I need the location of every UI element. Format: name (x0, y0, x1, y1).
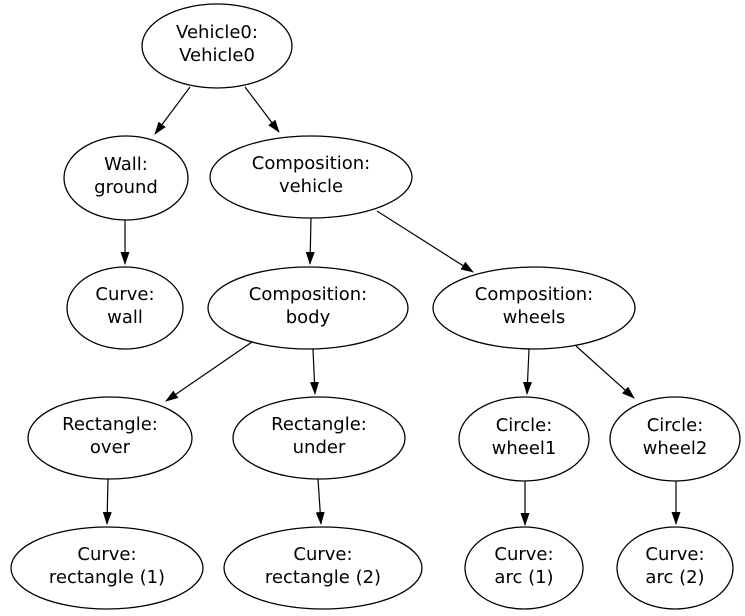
node-rectangle-over: Rectangle:over (27, 396, 193, 480)
node-ellipse-curve-rectangle-1 (10, 526, 204, 610)
node-ellipse-composition-vehicle (209, 135, 413, 219)
node-label-name: ground (94, 177, 158, 198)
edge-rectangle-under-to-curve-rectangle-2 (315, 478, 325, 525)
node-label-type: Circle: (647, 415, 704, 436)
node-label-name: body (286, 307, 331, 328)
node-circle-wheel2: Circle:wheel2 (609, 396, 741, 482)
edge-composition-vehicle-to-composition-body (305, 217, 315, 265)
node-ellipse-curve-arc-2 (616, 526, 734, 610)
node-label-type: Circle: (496, 415, 553, 436)
node-ellipse-curve-arc-1 (464, 526, 584, 610)
node-label-type: Curve: (494, 544, 553, 565)
node-ellipse-circle-wheel1 (458, 396, 590, 482)
node-label-name: wheel1 (492, 438, 557, 459)
node-ellipse-rectangle-under (232, 396, 406, 480)
node-wall-ground: Wall:ground (63, 135, 189, 221)
nodes-layer: Vehicle0:Vehicle0Wall:groundComposition:… (10, 3, 741, 610)
node-curve-arc-2: Curve:arc (2) (616, 526, 734, 610)
edge-composition-body-to-rectangle-over (165, 341, 253, 402)
edge-composition-body-to-rectangle-under (309, 348, 319, 395)
node-label-type: Rectangle: (62, 414, 158, 435)
node-curve-wall: Curve:wall (66, 266, 184, 350)
node-label-type: Composition: (252, 153, 370, 174)
node-label-type: Curve: (293, 544, 352, 565)
node-label-name: under (293, 437, 346, 458)
node-ellipse-curve-rectangle-2 (223, 526, 423, 610)
edges-layer (102, 86, 681, 526)
node-ellipse-circle-wheel2 (609, 396, 741, 482)
node-ellipse-curve-wall (66, 266, 184, 350)
node-label-name: wall (107, 307, 143, 328)
node-label-name: arc (2) (645, 567, 704, 588)
node-label-type: Vehicle0: (176, 22, 258, 43)
node-label-name: Vehicle0 (179, 45, 255, 66)
node-label-type: Curve: (95, 284, 154, 305)
node-curve-rectangle-1: Curve:rectangle (1) (10, 526, 204, 610)
node-label-name: rectangle (1) (49, 567, 165, 588)
node-label-type: Rectangle: (271, 414, 367, 435)
node-ellipse-composition-wheels (432, 266, 636, 350)
node-rectangle-under: Rectangle:under (232, 396, 406, 480)
edge-composition-vehicle-to-composition-wheels (376, 210, 474, 273)
edge-composition-wheels-to-circle-wheel1 (523, 348, 533, 395)
node-label-name: rectangle (2) (265, 567, 381, 588)
node-label-name: vehicle (279, 176, 343, 197)
node-label-type: Curve: (77, 544, 136, 565)
node-label-name: wheel2 (643, 438, 708, 459)
edge-vehicle0-to-wall-ground (154, 86, 191, 135)
node-ellipse-rectangle-over (27, 396, 193, 480)
node-label-type: Wall: (104, 154, 148, 175)
node-label-type: Composition: (475, 284, 593, 305)
node-composition-body: Composition:body (207, 266, 409, 350)
node-curve-arc-1: Curve:arc (1) (464, 526, 584, 610)
node-curve-rectangle-2: Curve:rectangle (2) (223, 526, 423, 610)
node-ellipse-composition-body (207, 266, 409, 350)
node-label-name: over (90, 437, 131, 458)
edge-rectangle-over-to-curve-rectangle-1 (102, 478, 112, 525)
node-circle-wheel1: Circle:wheel1 (458, 396, 590, 482)
node-composition-vehicle: Composition:vehicle (209, 135, 413, 219)
node-label-name: arc (1) (494, 567, 553, 588)
node-label-name: wheels (503, 307, 566, 328)
node-vehicle0: Vehicle0:Vehicle0 (141, 3, 293, 89)
edge-composition-wheels-to-circle-wheel2 (575, 345, 635, 399)
edge-vehicle0-to-composition-vehicle (244, 86, 280, 133)
node-label-type: Composition: (249, 284, 367, 305)
node-ellipse-vehicle0 (141, 3, 293, 89)
node-ellipse-wall-ground (63, 135, 189, 221)
node-label-type: Curve: (645, 544, 704, 565)
node-composition-wheels: Composition:wheels (432, 266, 636, 350)
